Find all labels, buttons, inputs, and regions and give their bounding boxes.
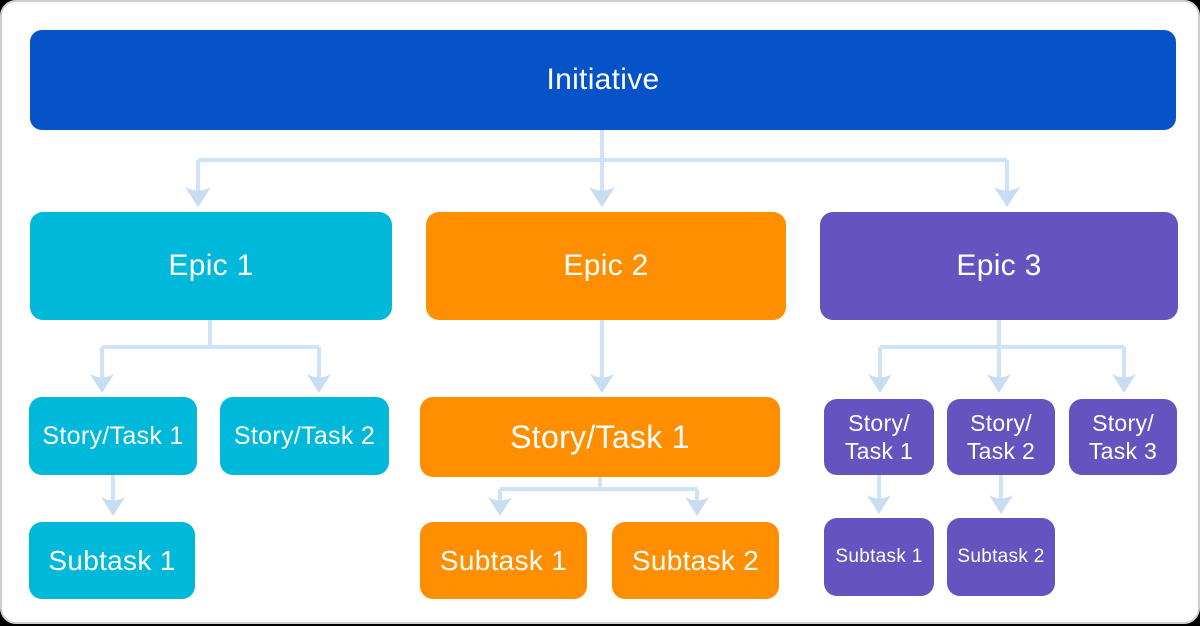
epic3-story-task-1-line2: Task 1 [844, 438, 914, 464]
epic2-subtask-1-node: Subtask 1 [420, 522, 587, 599]
epic-2-label: Epic 2 [563, 249, 649, 282]
epic-3-label: Epic 3 [956, 249, 1042, 282]
epic-3-node: Epic 3 [820, 212, 1178, 320]
initiative-node: Initiative [30, 30, 1176, 130]
connector-purple-stories-to-subtasks [867, 475, 1013, 514]
epic3-story-task-2-node: Story/ Task 2 [947, 399, 1055, 475]
epic-1-label: Epic 1 [168, 249, 254, 282]
epic3-story-task-3-node: Story/ Task 3 [1069, 399, 1177, 475]
initiative-label: Initiative [546, 63, 660, 96]
connector-epic3-to-stories [868, 320, 1136, 393]
epic3-subtask-2-label: Subtask 2 [957, 546, 1045, 567]
epic3-story-task-3-line2: Task 3 [1088, 438, 1158, 464]
epic3-story-task-1-line1: Story/ [848, 409, 910, 436]
epic3-story-task-1-node: Story/ Task 1 [824, 399, 934, 475]
epic3-story-task-2-line2: Task 2 [966, 438, 1036, 464]
epic3-story-task-3-line1: Story/ [1092, 409, 1154, 436]
epic3-subtask-1-node: Subtask 1 [824, 518, 934, 596]
epic3-subtask-2-node: Subtask 2 [947, 518, 1055, 596]
epic3-story-task-2-line1: Story/ [970, 409, 1032, 436]
epic3-subtask-1-label: Subtask 1 [835, 546, 923, 567]
epic1-story-task-2-node: Story/Task 2 [220, 397, 389, 475]
epic2-subtask-2-label: Subtask 2 [631, 544, 760, 576]
epic1-story-task-1-node: Story/Task 1 [29, 397, 197, 475]
connector-epic2-to-story [590, 320, 614, 393]
connector-initiative-to-epics [185, 130, 1020, 207]
epic1-subtask-1-label: Subtask 1 [48, 544, 176, 576]
epic2-subtask-1-label: Subtask 1 [439, 544, 568, 576]
connector-cyan-story-to-subtask [101, 475, 125, 516]
connector-epic1-to-stories [90, 320, 331, 393]
epic-2-node: Epic 2 [426, 212, 786, 320]
epic-1-node: Epic 1 [30, 212, 392, 320]
epic1-story-task-2-label: Story/Task 2 [233, 421, 376, 450]
connector-orange-story-to-subtasks [488, 477, 709, 516]
epic2-story-task-1-node: Story/Task 1 [420, 397, 780, 477]
epic2-subtask-2-node: Subtask 2 [612, 522, 779, 599]
epic1-subtask-1-node: Subtask 1 [29, 522, 195, 599]
epic2-story-task-1-label: Story/Task 1 [510, 418, 690, 455]
epic1-story-task-1-label: Story/Task 1 [42, 421, 184, 450]
